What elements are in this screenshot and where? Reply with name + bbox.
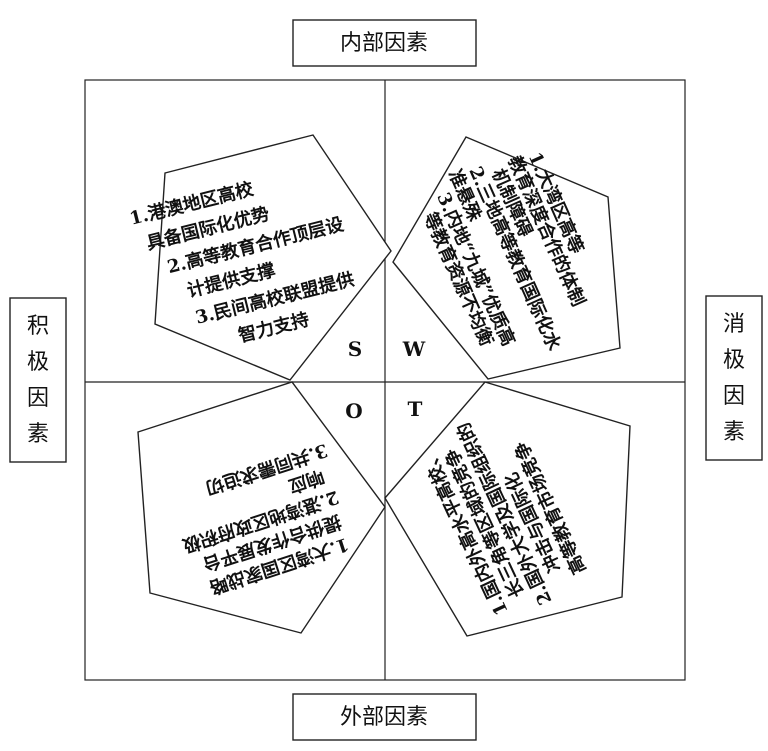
negative-factors-char-3: 因 (723, 384, 745, 409)
positive-factors-char-2: 极 (27, 350, 49, 375)
negative-factors-char-2: 极 (723, 348, 745, 373)
positive-factors-box (9, 297, 67, 463)
negative-factors-box (705, 295, 763, 461)
internal-factors-label: 内部因素 (340, 31, 428, 56)
quadrant-letter-o: O (345, 399, 362, 423)
threats-pentagon (384, 381, 631, 637)
quadrant-letter-w: W (402, 337, 426, 361)
negative-factors-char-4: 素 (723, 420, 745, 445)
quadrant-letter-s: S (348, 337, 362, 361)
positive-factors-char-1: 积 (27, 314, 49, 339)
strengths-pentagon (154, 134, 392, 381)
external-factors-box (292, 693, 477, 741)
external-factors-label: 外部因素 (340, 705, 428, 730)
positive-factors-char-3: 因 (27, 386, 49, 411)
weaknesses-pentagon (392, 136, 621, 380)
positive-factors-char-4: 素 (27, 422, 49, 447)
opportunities-pentagon (137, 381, 386, 634)
internal-factors-box (292, 19, 477, 67)
quadrant-letter-t: T (408, 397, 423, 421)
negative-factors-char-1: 消 (723, 312, 745, 337)
